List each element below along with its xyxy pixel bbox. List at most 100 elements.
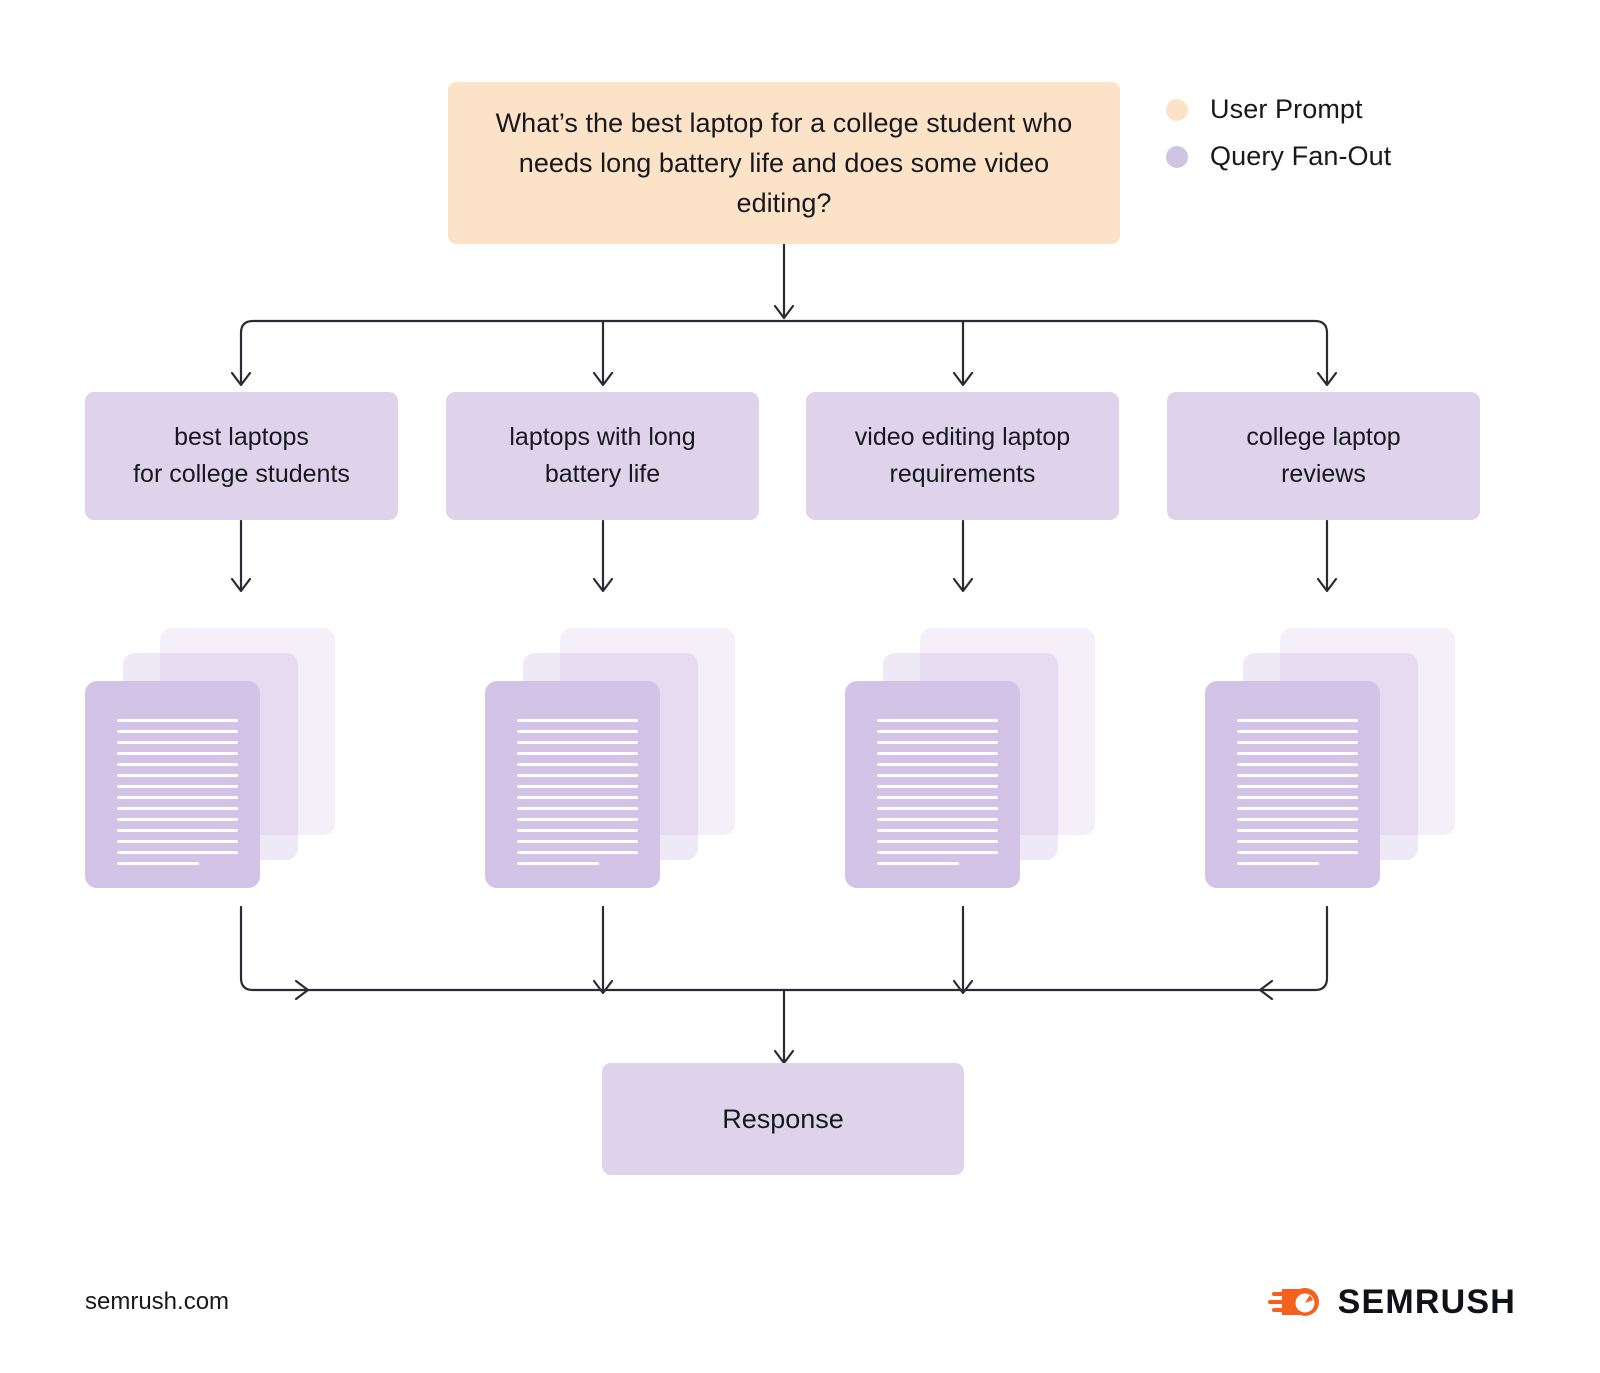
- document-text-line: [1237, 807, 1358, 810]
- arrowhead-merge-0: [294, 979, 310, 1001]
- document-text-line: [117, 741, 238, 744]
- user-prompt-text: What’s the best laptop for a college stu…: [495, 108, 1073, 218]
- document-text-line: [877, 851, 998, 854]
- document-text-line: [517, 796, 638, 799]
- query-line-1: video editing laptop: [854, 423, 1071, 451]
- legend-item-user-prompt: User Prompt: [1166, 86, 1566, 133]
- circle-dot-icon: [1166, 98, 1188, 121]
- document-text-line: [117, 807, 238, 810]
- document-text-line: [517, 807, 638, 810]
- query-line-2: requirements: [889, 460, 1036, 488]
- response-box: Response: [602, 1063, 964, 1175]
- document-card-front: [1205, 681, 1380, 888]
- document-text-line: [877, 774, 998, 777]
- legend: User Prompt Query Fan-Out: [1166, 86, 1566, 180]
- document-text-line: [1237, 818, 1358, 821]
- document-text-line: [877, 752, 998, 755]
- document-text-line: [517, 851, 638, 854]
- query-fanout-box: college laptop reviews: [1167, 392, 1480, 520]
- document-text-line: [117, 818, 238, 821]
- document-text-line: [517, 829, 638, 832]
- query-line-1: college laptop: [1246, 423, 1401, 451]
- merge-bus: [239, 905, 1329, 992]
- document-text-line: [517, 719, 638, 722]
- document-text-line: [517, 818, 638, 821]
- document-text-line: [877, 719, 998, 722]
- document-text-line: [117, 785, 238, 788]
- document-text-line: [1237, 785, 1358, 788]
- document-text-line: [877, 818, 998, 821]
- document-text-lines: [877, 719, 998, 873]
- document-text-lines: [117, 719, 238, 873]
- document-text-line: [877, 763, 998, 766]
- arrowhead-docs-3: [1316, 577, 1338, 593]
- arrowhead-query-2: [952, 371, 974, 387]
- document-text-line: [877, 730, 998, 733]
- query-fanout-text: laptops with long battery life: [509, 419, 695, 493]
- arrowhead-query-3: [1316, 371, 1338, 387]
- document-text-line: [517, 752, 638, 755]
- document-text-lines: [1237, 719, 1358, 873]
- document-text-line: [877, 829, 998, 832]
- document-text-line: [1237, 719, 1358, 722]
- document-text-line: [517, 730, 638, 733]
- document-text-line: [117, 730, 238, 733]
- arrowhead-docs-2: [952, 577, 974, 593]
- query-fanout-box: best laptops for college students: [85, 392, 398, 520]
- document-text-line: [517, 741, 638, 744]
- document-text-line: [1237, 851, 1358, 854]
- arrowhead-prompt-to-bus: [773, 304, 795, 320]
- document-text-line: [877, 807, 998, 810]
- semrush-comet-icon: [1267, 1288, 1319, 1316]
- arrowhead-query-1: [592, 371, 614, 387]
- document-text-line: [1237, 752, 1358, 755]
- document-text-line: [517, 763, 638, 766]
- document-text-line: [1237, 730, 1358, 733]
- query-fanout-text: college laptop reviews: [1246, 419, 1400, 493]
- footer-source-url: semrush.com: [85, 1288, 230, 1315]
- document-stack-icon: [1205, 628, 1455, 888]
- document-stack-icon: [85, 628, 335, 888]
- document-text-line: [1237, 763, 1358, 766]
- document-text-line: [1237, 796, 1358, 799]
- document-text-line: [877, 796, 998, 799]
- semrush-logo: SEMRUSH: [1267, 1282, 1516, 1322]
- query-line-1: laptops with long: [509, 423, 696, 451]
- document-card-front: [485, 681, 660, 888]
- document-text-line: [1237, 840, 1358, 843]
- circle-dot-icon: [1166, 145, 1188, 168]
- document-text-line: [877, 840, 998, 843]
- response-label: Response: [722, 1103, 844, 1134]
- query-line-2: for college students: [133, 460, 350, 488]
- document-text-line: [1237, 774, 1358, 777]
- document-text-line: [117, 862, 200, 865]
- legend-item-query-fan-out: Query Fan-Out: [1166, 133, 1566, 180]
- semrush-wordmark: SEMRUSH: [1337, 1282, 1516, 1321]
- query-fanout-text: best laptops for college students: [133, 419, 350, 493]
- query-fanout-text: video editing laptop requirements: [855, 419, 1070, 493]
- document-text-line: [517, 840, 638, 843]
- document-text-line: [1237, 862, 1320, 865]
- query-fanout-box: laptops with long battery life: [446, 392, 759, 520]
- document-text-line: [877, 862, 960, 865]
- document-text-line: [877, 785, 998, 788]
- document-stack-icon: [845, 628, 1095, 888]
- document-text-line: [117, 719, 238, 722]
- document-stack-icon: [485, 628, 735, 888]
- document-text-line: [117, 752, 238, 755]
- document-text-line: [117, 763, 238, 766]
- document-text-line: [117, 840, 238, 843]
- arrowhead-docs-1: [592, 577, 614, 593]
- query-fanout-box: video editing laptop requirements: [806, 392, 1119, 520]
- document-text-line: [117, 851, 238, 854]
- arrowhead-query-0: [230, 371, 252, 387]
- fanout-bus: [239, 319, 1329, 384]
- legend-label-user-prompt: User Prompt: [1210, 94, 1363, 124]
- legend-label-query-fan-out: Query Fan-Out: [1210, 141, 1392, 171]
- document-text-line: [517, 774, 638, 777]
- query-line-2: reviews: [1281, 460, 1366, 488]
- document-text-line: [117, 774, 238, 777]
- arrowhead-docs-0: [230, 577, 252, 593]
- document-text-lines: [517, 719, 638, 873]
